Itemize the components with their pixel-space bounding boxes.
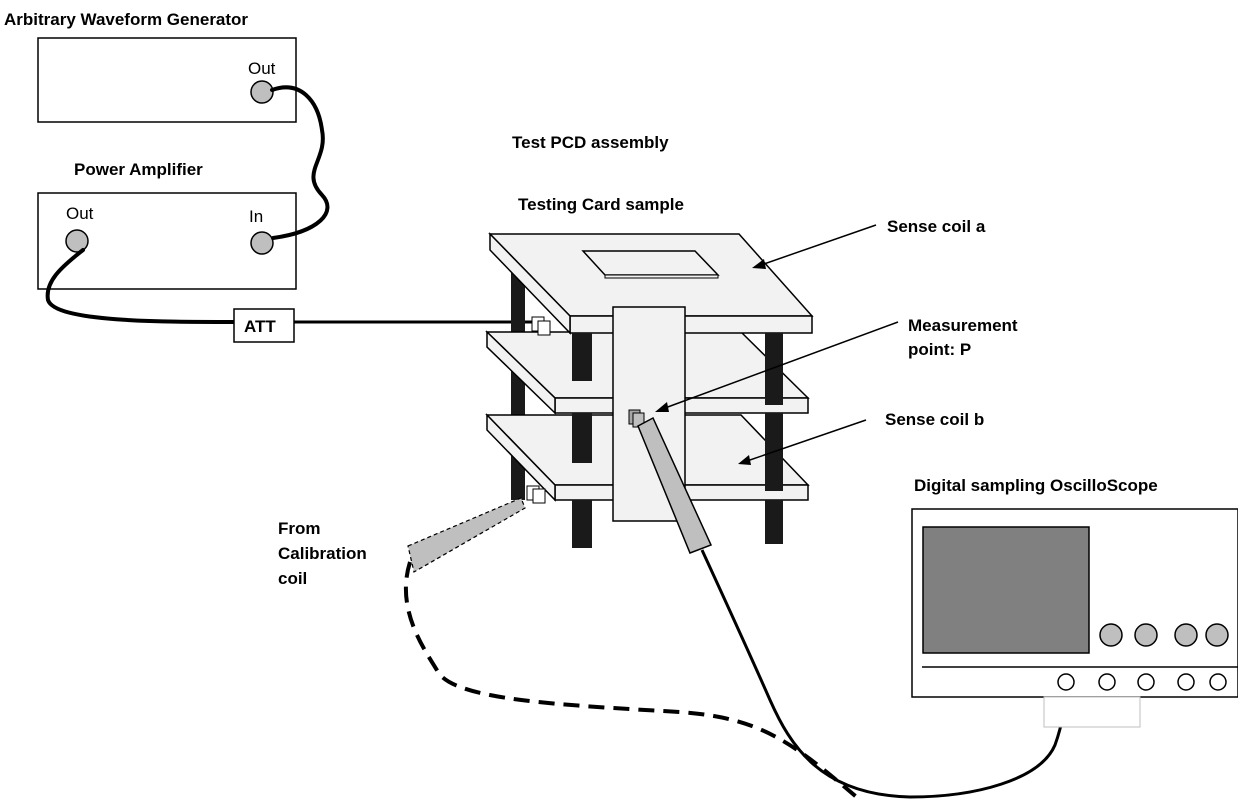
- measurement-label-2: point: P: [908, 340, 971, 359]
- post-front-left-bot: [572, 500, 592, 548]
- scope-knob-3[interactable]: [1174, 623, 1198, 647]
- measurement-point-cube: [628, 409, 645, 428]
- scope-knob-4[interactable]: [1205, 623, 1229, 647]
- calibration-probe: [407, 497, 526, 573]
- awg-title: Arbitrary Waveform Generator: [4, 10, 248, 29]
- post-front-right-top: [765, 333, 783, 405]
- awg-box: [37, 37, 297, 123]
- oscilloscope: Digital sampling OscilloScope: [911, 476, 1238, 728]
- top-plate: [488, 232, 814, 335]
- awg-instrument: Arbitrary Waveform Generator Out: [4, 10, 297, 123]
- pa-out-jack[interactable]: [65, 229, 89, 253]
- calibration-connector: [526, 485, 546, 504]
- card-sample-label: Testing Card sample: [518, 195, 684, 214]
- scope-input-5[interactable]: [1209, 673, 1227, 691]
- calibration-label-3: coil: [278, 569, 307, 588]
- att-label: ATT: [244, 317, 276, 336]
- scope-input-3[interactable]: [1137, 673, 1155, 691]
- scope-input-1[interactable]: [1057, 673, 1075, 691]
- awg-out-label: Out: [248, 59, 276, 78]
- scope-knob-1[interactable]: [1099, 623, 1123, 647]
- pa-in-jack[interactable]: [250, 231, 274, 255]
- input-connector: [531, 316, 551, 336]
- pa-title: Power Amplifier: [74, 160, 203, 179]
- measurement-label-1: Measurement: [908, 316, 1018, 335]
- measurement-pointer: [664, 321, 899, 409]
- pa-in-label: In: [249, 207, 263, 226]
- awg-to-pa-cable: [270, 85, 330, 240]
- pcd-title: Test PCD assembly: [512, 133, 669, 152]
- scope-knob-2[interactable]: [1134, 623, 1158, 647]
- pa-to-att-cable: [45, 248, 238, 324]
- att-box: [233, 308, 295, 343]
- sense-coil-b-pointer: [746, 419, 867, 462]
- scope-stand: [1043, 696, 1141, 728]
- calibration-label-2: Calibration: [278, 544, 367, 563]
- sense-coil-b-label: Sense coil b: [885, 410, 984, 429]
- sense-coil-a-label: Sense coil a: [887, 217, 986, 236]
- awg-out-jack[interactable]: [250, 80, 274, 104]
- pointer-arrows: [655, 224, 899, 465]
- measurement-probe: [637, 416, 713, 554]
- calibration-cable: [403, 561, 862, 799]
- testing-card: [581, 250, 720, 276]
- scope-input-2[interactable]: [1098, 673, 1116, 691]
- pcd-assembly: [485, 232, 814, 554]
- scope-screen: [922, 526, 1090, 654]
- attenuator: ATT: [233, 308, 295, 343]
- post-front-left-mid: [572, 413, 592, 463]
- scope-input-4[interactable]: [1177, 673, 1195, 691]
- post-front-left-top: [572, 333, 592, 381]
- sense-coil-a-pointer: [760, 224, 877, 266]
- scope-title: Digital sampling OscilloScope: [914, 476, 1158, 495]
- post-front-right-bot: [765, 500, 783, 544]
- power-amplifier: Power Amplifier Out In: [37, 160, 297, 290]
- pa-out-label: Out: [66, 204, 94, 223]
- calibration-label-1: From: [278, 519, 321, 538]
- probe-to-scope-cable: [700, 549, 1068, 799]
